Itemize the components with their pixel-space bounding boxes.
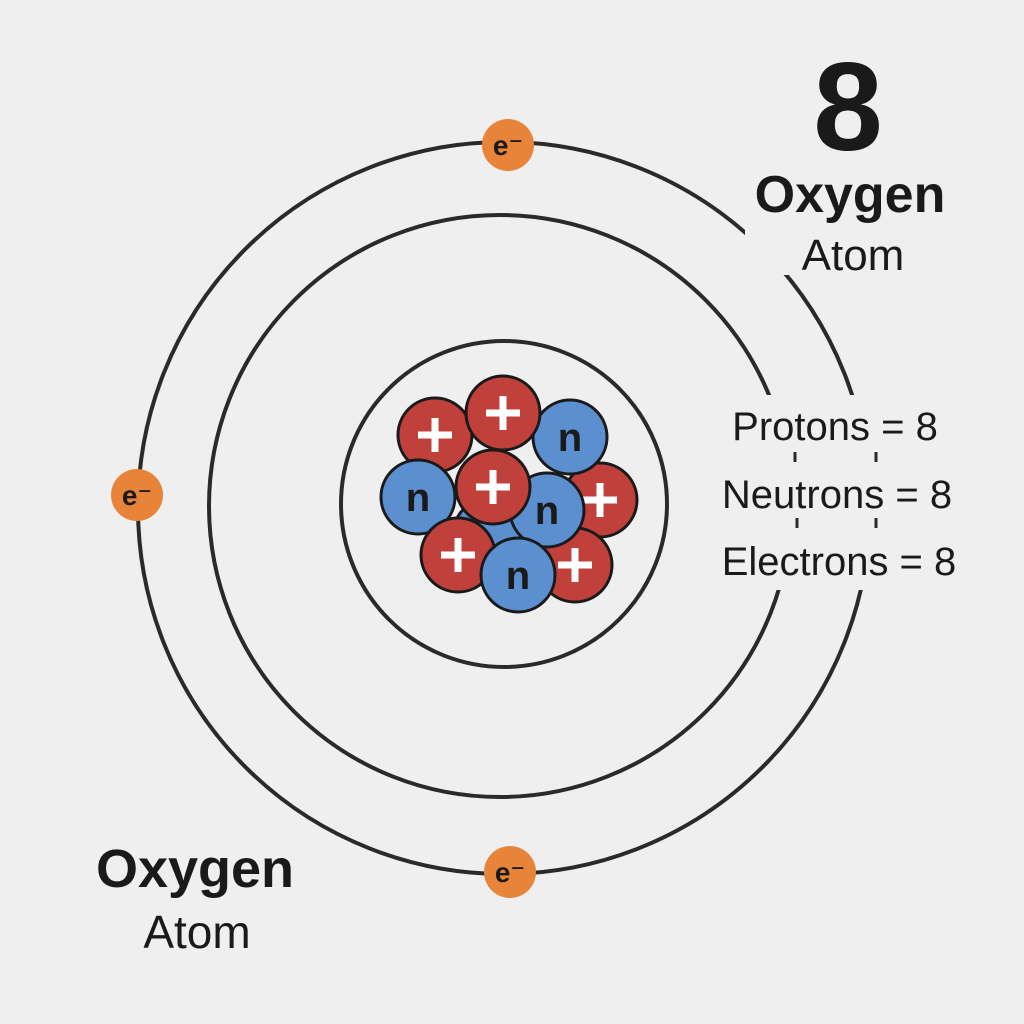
- proton-particle: [419, 516, 497, 594]
- neutron-symbol: n: [506, 554, 530, 598]
- electron: e⁻: [482, 119, 534, 171]
- plus-icon: [476, 470, 510, 504]
- electrons: e⁻ e⁻ e⁻: [111, 119, 536, 898]
- neutron-circle: [379, 458, 457, 536]
- count-neutrons: Neutrons = 8: [722, 473, 952, 517]
- electron: e⁻: [484, 846, 536, 898]
- neutron-particle: n: [379, 458, 457, 536]
- title-backdrop: [745, 165, 957, 275]
- neutron-symbol: n: [535, 489, 559, 533]
- electron-circle: [482, 119, 534, 171]
- electron-circle: [111, 469, 163, 521]
- element-subtitle-top: Atom: [802, 231, 905, 280]
- neutron-circle: [479, 536, 557, 614]
- count-electrons: Electrons = 8: [722, 540, 957, 584]
- dash-marks: [793, 452, 878, 528]
- electron-label: e⁻: [493, 130, 523, 161]
- counts-backdrop: [700, 395, 985, 590]
- electron: e⁻: [111, 469, 163, 521]
- plus-icon: [583, 483, 617, 517]
- proton-particle: [454, 448, 532, 526]
- neutron-particle: n: [531, 398, 609, 476]
- element-name-bottom: Oxygen: [96, 839, 294, 899]
- neutron-symbol: n: [558, 416, 582, 460]
- plus-icon: [418, 418, 452, 452]
- count-protons: Protons = 8: [732, 405, 938, 449]
- plus-icon: [558, 548, 592, 582]
- element-name-top: Oxygen: [755, 166, 946, 224]
- proton-particle: [464, 374, 542, 452]
- element-subtitle-bottom: Atom: [143, 906, 250, 958]
- plus-icon: [486, 396, 520, 430]
- atomic-number: 8: [813, 38, 883, 177]
- neutron-symbol: n: [406, 476, 430, 520]
- orbit-inner: [339, 339, 669, 669]
- plus-icon: [441, 538, 475, 572]
- electron-label: e⁻: [122, 480, 152, 511]
- electron-label: e⁻: [495, 857, 525, 888]
- electron-circle: [484, 846, 536, 898]
- neutron-particle: n: [479, 536, 557, 614]
